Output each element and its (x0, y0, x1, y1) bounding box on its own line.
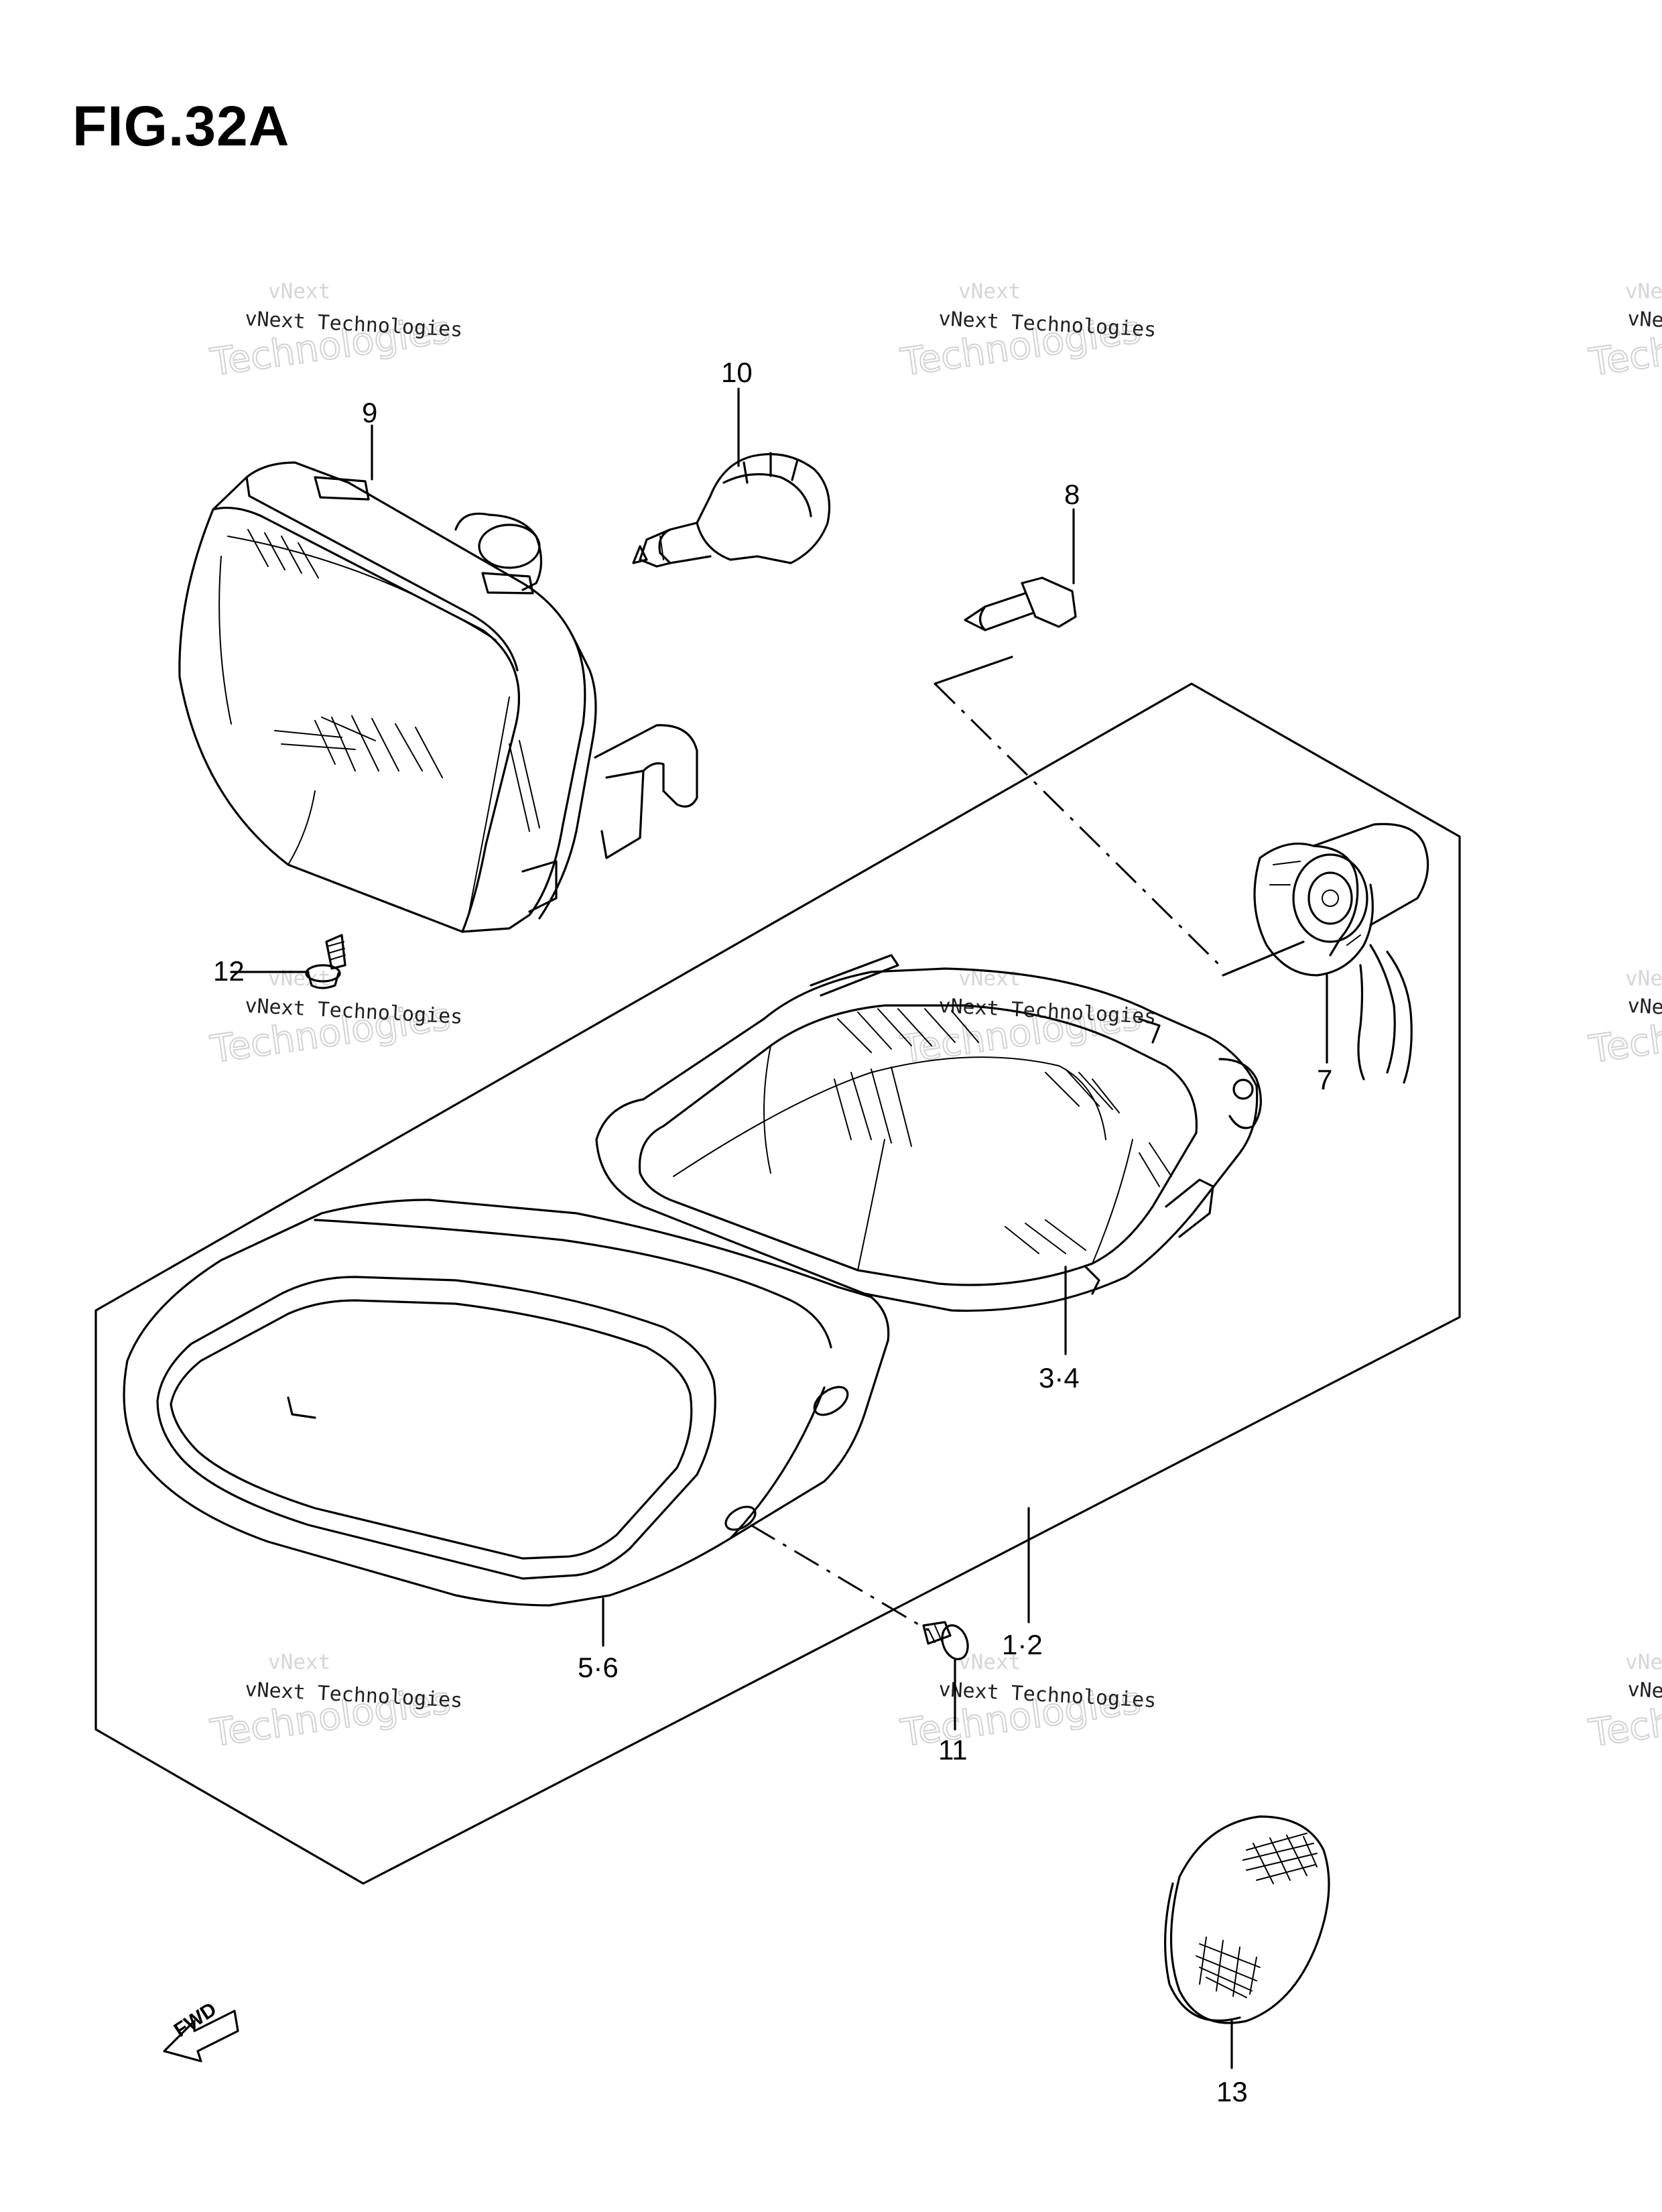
watermark-top-center: vNext Technologies vNext Technologies (897, 280, 1157, 385)
svg-text:vNext: vNext (268, 1650, 330, 1674)
headlamp-housing-part-3-4 (595, 954, 1263, 1312)
reflector-part-13 (1164, 1815, 1330, 2024)
svg-text:vNext: vNext (1625, 1650, 1662, 1674)
screw-part-12 (305, 934, 346, 989)
fwd-direction-arrow-icon: FWD (163, 1998, 239, 2063)
figure-title: FIG.32A (72, 95, 290, 158)
callout-10: 10 (721, 357, 753, 388)
watermark-top-right: vNext Technologies vNext Technologies (1586, 280, 1662, 385)
svg-text:vNext: vNext (958, 1650, 1021, 1674)
headlamp-bulb-part-10 (632, 452, 830, 568)
screw-part-11 (922, 1621, 969, 1660)
headlamp-cover-part-5-6 (123, 1199, 890, 1607)
svg-text:vNext: vNext (958, 280, 1021, 304)
position-bulb-part-8 (964, 576, 1077, 631)
callout-7: 7 (1317, 1064, 1332, 1095)
assembly-outline (94, 682, 1461, 1885)
callout-8: 8 (1064, 479, 1080, 510)
callout-labels: 9 10 8 12 7 3·4 1·2 5·6 11 13 (213, 357, 1332, 2107)
watermark-bottom-center: vNext Technologies vNext Technologies (897, 1650, 1157, 1756)
watermark-bottom-left: vNext Technologies vNext Technologies (207, 1650, 463, 1756)
svg-text:vNext: vNext (1625, 967, 1662, 991)
bulb-socket-part-7 (1253, 822, 1429, 1084)
callout-12: 12 (213, 955, 245, 987)
callout-3-4: 3·4 (1039, 1362, 1080, 1394)
headlamp-unit-part-9 (178, 461, 698, 933)
watermark-top-left: vNext Technologies vNext Technologies (207, 280, 463, 385)
svg-text:vNext: vNext (1625, 280, 1662, 304)
svg-text:FWD: FWD (170, 1998, 220, 2042)
callout-1-2: 1·2 (1002, 1629, 1043, 1660)
watermark-mid-right: vNext Technologies vNext Technologies (1586, 967, 1662, 1072)
callout-11: 11 (938, 1734, 968, 1766)
svg-text:vNext: vNext (268, 967, 330, 991)
watermark-bottom-right: vNext Technologies vNext Technologies (1586, 1650, 1662, 1756)
callout-5-6: 5·6 (578, 1652, 619, 1683)
svg-text:vNext: vNext (268, 280, 330, 304)
leader-lines (230, 387, 1328, 2069)
watermark-mid-center: vNext Technologies vNext Technologies (897, 967, 1157, 1072)
callout-13: 13 (1216, 2076, 1248, 2107)
callout-9: 9 (362, 397, 377, 428)
